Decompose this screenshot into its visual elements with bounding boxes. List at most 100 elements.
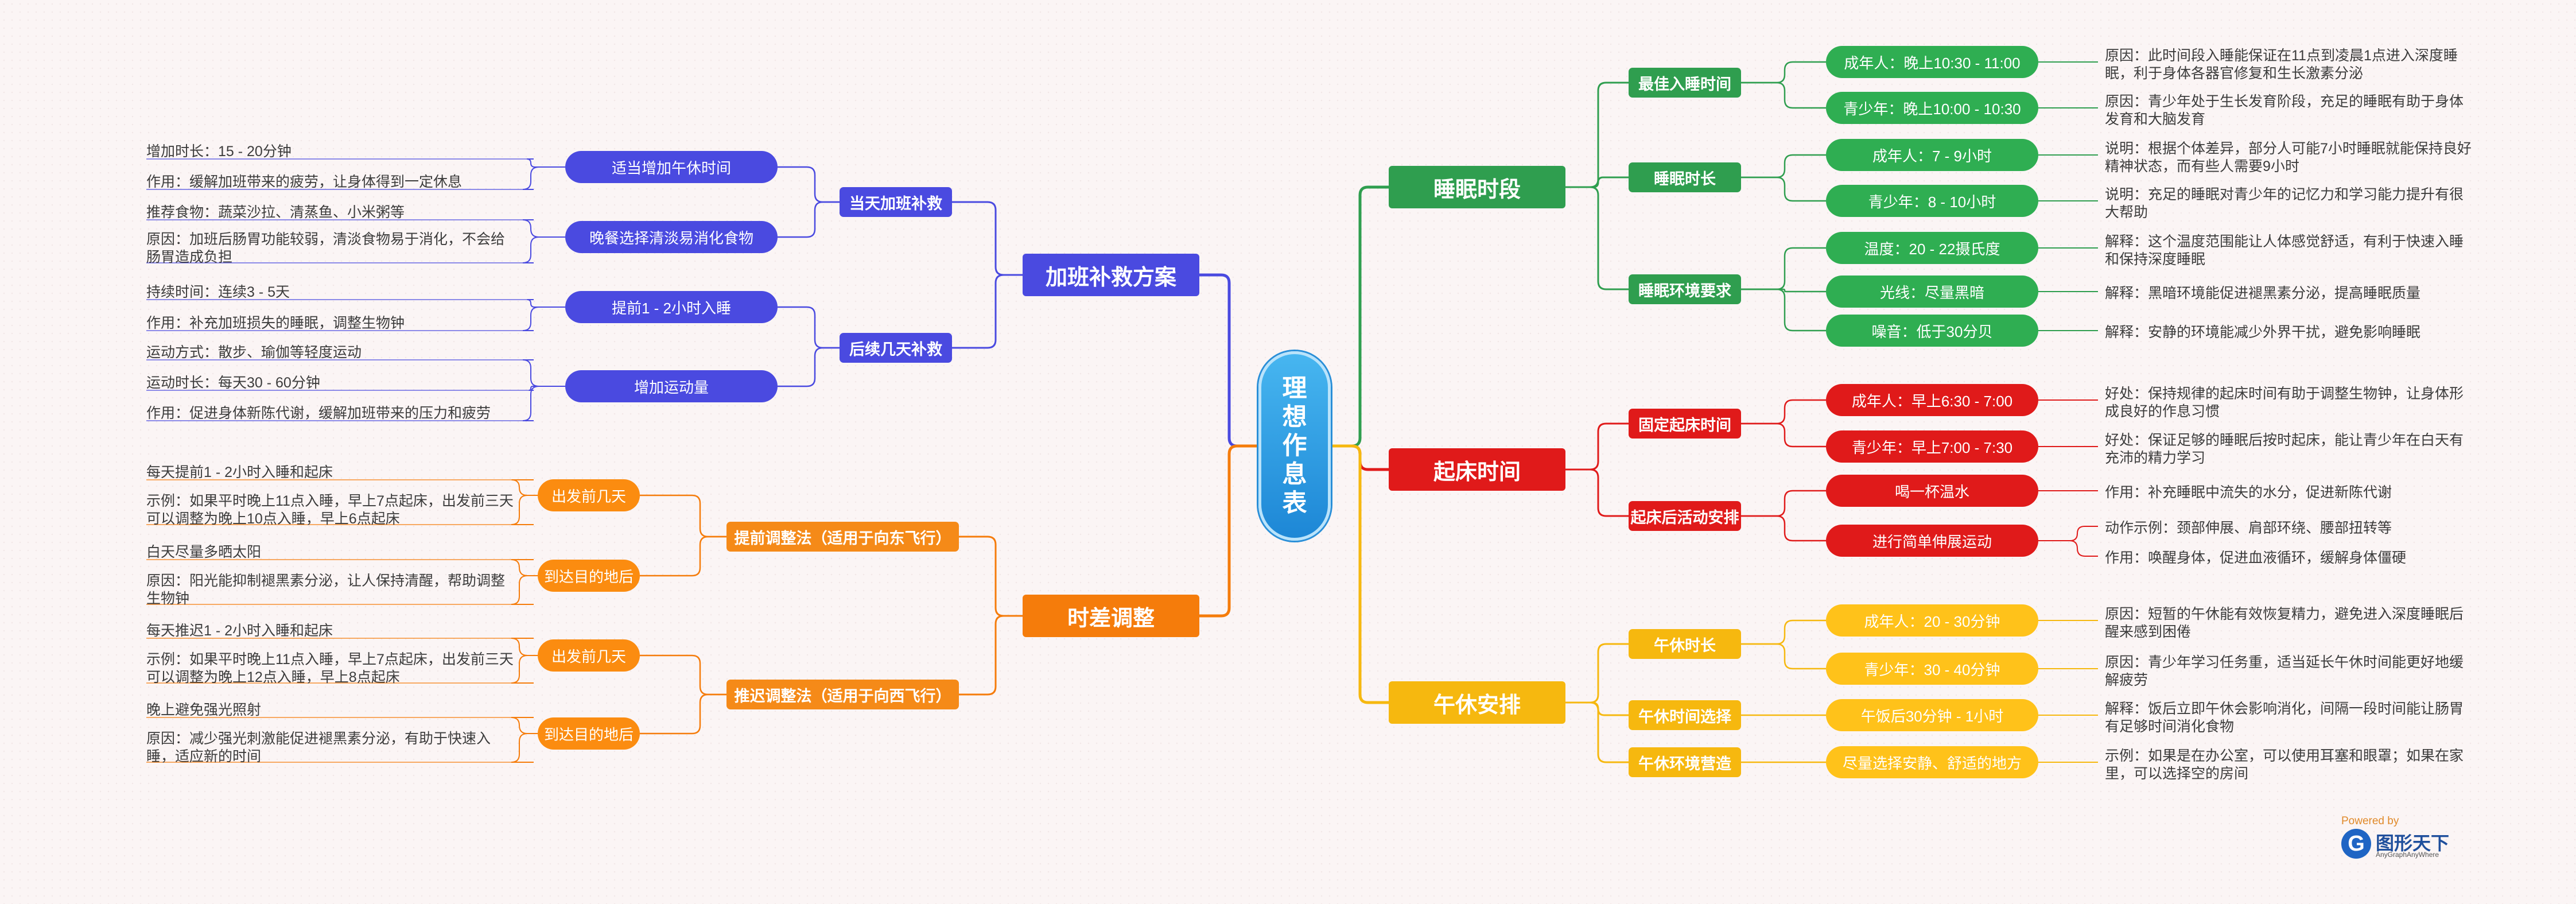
- jetlag-note-0-1-1: 原因：阳光能抑制褪黑素分泌，让人保持清醒，帮助调整生物钟: [146, 573, 506, 607]
- nap-item-2-0[interactable]: 尽量选择安静、舒适的地方: [1826, 746, 2038, 778]
- wake-sub-0[interactable]: 固定起床时间: [1629, 409, 1741, 439]
- nap-item-0-1[interactable]: 青少年：30 - 40分钟: [1826, 653, 2038, 685]
- nap-note-2-0-0: 示例：如果是在办公室，可以使用耳塞和眼罩；如果在家里，可以选择空的房间: [2105, 748, 2464, 782]
- overtime-note-0-0-1: 作用：缓解加班带来的疲劳，让身体得到一定休息: [146, 174, 463, 190]
- connector-line: [522, 166, 565, 190]
- nap-sub-2[interactable]: 午休环境营造: [1629, 747, 1741, 777]
- connector-line: [778, 166, 840, 203]
- sleep-item-0-0[interactable]: 成年人：晚上10:30 - 11:00: [1826, 46, 2038, 78]
- jetlag-sub-0[interactable]: 提前调整法（适用于向东飞行）: [726, 522, 959, 552]
- connector-line: [511, 495, 538, 525]
- sleep-note-0-0-0: 原因：此时间段入睡能保证在11点到凌晨1点进入深度睡眠，利于身体各器官修复和生长…: [2105, 48, 2458, 82]
- wake-item-1-1[interactable]: 进行简单伸展运动: [1826, 525, 2038, 557]
- overtime-item-1-0[interactable]: 提前1 - 2小时入睡: [565, 291, 778, 323]
- connector-line: [952, 201, 1023, 276]
- powered-by-logo: Powered by G 图形天下 AnyGraphAnyWhere: [2341, 815, 2456, 867]
- jetlag-item-0-1[interactable]: 到达目的地后: [538, 560, 640, 592]
- connector-line: [1331, 185, 1389, 448]
- connector-line: [778, 306, 840, 349]
- overtime-note-1-0-1: 作用：补充加班损失的睡眠，调整生物钟: [146, 315, 405, 331]
- sleep-item-2-1[interactable]: 光线：尽量黑暗: [1826, 276, 2038, 308]
- nap-note-0-0-0: 原因：短暂的午休能有效恢复精力，避免进入深度睡眠后醒来感到困倦: [2105, 606, 2464, 640]
- overtime-note-1-1-0: 运动方式：散步、瑜伽等轻度运动: [146, 344, 362, 360]
- wake-note-1-1-1: 作用：唤醒身体，促进血液循环，缓解身体僵硬: [2105, 550, 2407, 566]
- overtime-item-0-0[interactable]: 适当增加午休时间: [565, 151, 778, 183]
- sleep-item-2-0[interactable]: 温度：20 - 22摄氏度: [1826, 232, 2038, 264]
- wake-item-0-1[interactable]: 青少年：早上7:00 - 7:30: [1826, 430, 2038, 463]
- sleep-note-2-1-0: 解释：黑暗环境能促进褪黑素分泌，提高睡眠质量: [2105, 285, 2421, 301]
- sleep-note-2-2-0: 解释：安静的环境能减少外界干扰，避免影响睡眠: [2105, 324, 2421, 340]
- connector-line: [640, 693, 726, 735]
- nap-sub-0[interactable]: 午休时长: [1629, 629, 1741, 659]
- wake-branch[interactable]: 起床时间: [1389, 448, 1565, 491]
- root-node[interactable]: 理 想 作 息 表: [1258, 351, 1331, 541]
- connector-line: [959, 615, 1023, 696]
- connector-line: [1565, 176, 1629, 188]
- connector-line: [1741, 288, 1826, 332]
- connector-line: [1741, 176, 1826, 202]
- jetlag-branch[interactable]: 时差调整: [1023, 595, 1199, 637]
- overtime-note-0-1-0: 推荐食物：蔬菜沙拉、清蒸鱼、小米粥等: [146, 204, 405, 220]
- overtime-note-0-0-0: 增加时长：15 - 20分钟: [146, 143, 292, 160]
- logo-name: 图形天下: [2376, 833, 2450, 853]
- wake-note-1-1-0: 动作示例：颈部伸展、肩部环绕、腰部扭转等: [2105, 520, 2392, 536]
- connector-line: [522, 219, 565, 238]
- connector-line: [1331, 444, 1389, 704]
- sleep-note-1-1-0: 说明：充足的睡眠对青少年的记忆力和学习能力提升有很大帮助: [2105, 187, 2464, 220]
- root-char-2: 想: [1282, 403, 1307, 431]
- jetlag-note-0-1-0: 白天尽量多晒太阳: [146, 544, 262, 560]
- sleep-item-2-2[interactable]: 噪音：低于30分贝: [1826, 315, 2038, 347]
- connector-line: [2038, 526, 2098, 541]
- overtime-item-1-1[interactable]: 增加运动量: [565, 370, 778, 402]
- connector-line: [1741, 154, 1826, 179]
- connector-line: [522, 359, 565, 387]
- nap-branch[interactable]: 午休安排: [1389, 681, 1565, 724]
- wake-sub-1[interactable]: 起床后活动安排: [1629, 501, 1741, 531]
- connector-line: [511, 479, 538, 496]
- connector-line: [778, 201, 840, 238]
- connector-line: [1199, 273, 1258, 448]
- jetlag-item-1-0[interactable]: 出发前几天: [538, 639, 640, 672]
- connector-line: [511, 717, 538, 734]
- overtime-branch[interactable]: 加班补救方案: [1023, 254, 1199, 296]
- connector-line: [527, 299, 565, 308]
- sleep-sub-0[interactable]: 最佳入睡时间: [1629, 68, 1741, 98]
- sleep-sub-2[interactable]: 睡眠环境要求: [1629, 274, 1741, 304]
- logo-subtitle: AnyGraphAnyWhere: [2376, 851, 2439, 859]
- connector-line: [959, 536, 1023, 617]
- connector-line: [1565, 82, 1629, 188]
- connector-line: [1741, 643, 1826, 670]
- jetlag-item-1-1[interactable]: 到达目的地后: [538, 717, 640, 750]
- connector-line: [511, 575, 538, 605]
- nap-item-0-0[interactable]: 成年人：20 - 30分钟: [1826, 604, 2038, 637]
- nap-item-1-0[interactable]: 午饭后30分钟 - 1小时: [1826, 699, 2038, 731]
- connector-line: [1741, 515, 1826, 542]
- connector-line: [1741, 619, 1826, 645]
- connector-line: [511, 655, 538, 684]
- sleep-item-1-1[interactable]: 青少年：8 - 10小时: [1826, 185, 2038, 217]
- connector-line: [640, 536, 726, 577]
- overtime-item-0-1[interactable]: 晚餐选择清淡易消化食物: [565, 221, 778, 253]
- connector-line: [952, 274, 1023, 349]
- overtime-note-1-0-0: 持续时间：连续3 - 5天: [146, 284, 290, 300]
- nap-sub-1[interactable]: 午休时间选择: [1629, 700, 1741, 730]
- nap-note-0-1-0: 原因：青少年学习任务重，适当延长午休时间能更好地缓解疲劳: [2105, 654, 2464, 688]
- jetlag-sub-1[interactable]: 推迟调整法（适用于向西飞行）: [726, 680, 959, 709]
- sleep-branch[interactable]: 睡眠时段: [1389, 166, 1565, 208]
- sleep-item-1-0[interactable]: 成年人：7 - 9小时: [1826, 139, 2038, 171]
- sleep-item-0-1[interactable]: 青少年：晚上10:00 - 10:30: [1826, 92, 2038, 124]
- connector-line: [522, 386, 565, 421]
- wake-item-0-0[interactable]: 成年人：早上6:30 - 7:00: [1826, 384, 2038, 416]
- overtime-sub-0[interactable]: 当天加班补救: [840, 187, 952, 217]
- connector-line: [511, 733, 538, 763]
- connector-line: [1565, 422, 1629, 471]
- connector-line: [640, 654, 726, 696]
- connector-line: [1741, 422, 1826, 448]
- sleep-sub-1[interactable]: 睡眠时长: [1629, 162, 1741, 192]
- wake-item-1-0[interactable]: 喝一杯温水: [1826, 475, 2038, 507]
- overtime-note-1-1-2: 作用：促进身体新陈代谢，缓解加班带来的压力和疲劳: [146, 405, 491, 421]
- jetlag-note-1-1-0: 晚上避免强光照射: [146, 702, 262, 718]
- overtime-sub-1[interactable]: 后续几天补救: [840, 333, 952, 363]
- root-char-1: 理: [1282, 375, 1307, 402]
- jetlag-item-0-0[interactable]: 出发前几天: [538, 479, 640, 511]
